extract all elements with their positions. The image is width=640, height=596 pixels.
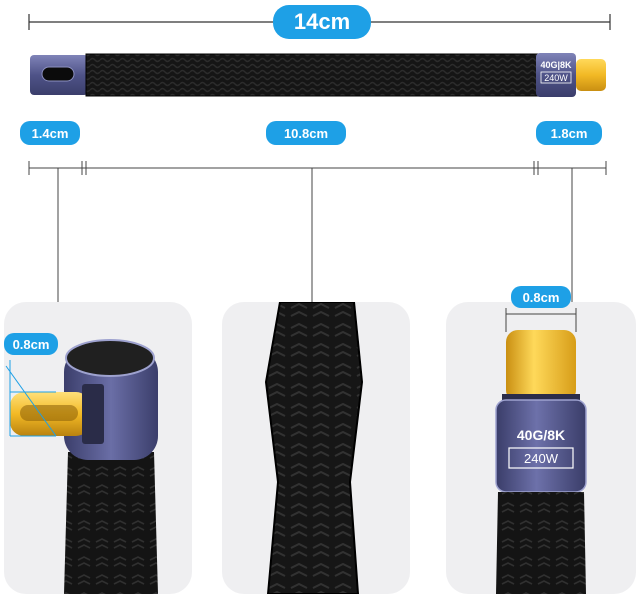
right-segment-label: 1.8cm bbox=[536, 121, 602, 145]
connector-spec-line1: 40G/8K bbox=[517, 427, 565, 443]
connector-spec-line2: 240W bbox=[524, 451, 559, 466]
straight-connector-photo: 40G/8K 240W bbox=[495, 308, 587, 594]
middle-segment-label: 10.8cm bbox=[266, 121, 346, 145]
right-connector-panel: 40G/8K 240W bbox=[446, 302, 636, 594]
left-connector-panel bbox=[4, 302, 192, 594]
svg-text:40G|8K: 40G|8K bbox=[540, 60, 572, 70]
total-length-label: 14cm bbox=[273, 5, 371, 39]
cable-closeup-photo bbox=[264, 302, 364, 594]
angled-connector-photo bbox=[5, 339, 158, 594]
left-connector-width-label: 0.8cm bbox=[4, 333, 58, 355]
cable-texture-panel bbox=[222, 302, 410, 594]
left-segment-label: 1.4cm bbox=[20, 121, 80, 145]
usb-c-cable-photo: 40G|8K 240W bbox=[30, 53, 606, 97]
right-connector-width-label: 0.8cm bbox=[511, 286, 571, 308]
segment-dimension-lines bbox=[28, 161, 607, 303]
svg-text:240W: 240W bbox=[544, 73, 568, 83]
